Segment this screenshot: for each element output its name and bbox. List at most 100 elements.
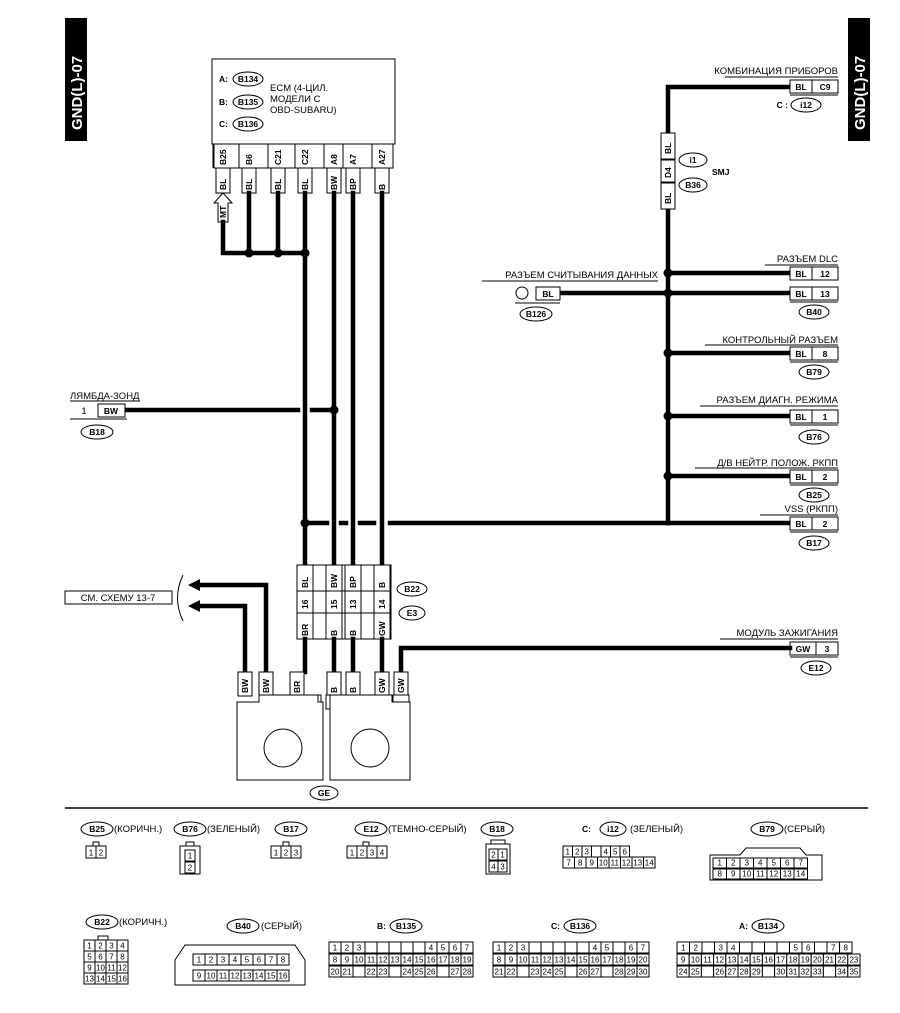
svg-text:B36: B36: [685, 180, 701, 190]
legend-connector-label: (СЕРЫЙ): [261, 920, 302, 932]
legend-pin: 3: [500, 863, 505, 872]
svg-text:BW: BW: [104, 406, 119, 416]
legend-pin: 29: [627, 968, 636, 977]
legend-pin: 27: [727, 968, 736, 977]
svg-text:3: 3: [825, 644, 830, 654]
legend-pin: 21: [825, 956, 834, 965]
legend-pin: 9: [731, 870, 736, 879]
svg-text:13: 13: [820, 289, 830, 299]
svg-text:BL: BL: [795, 82, 806, 92]
legend-connector-id: B136: [570, 921, 591, 931]
legend-pin: 4: [593, 944, 598, 953]
legend-pin: 3: [719, 944, 724, 953]
legend-pin: 10: [96, 964, 105, 973]
see-scheme-note: СМ. СХЕМУ 13-7: [64, 574, 269, 675]
legend-pin: 3: [745, 859, 750, 868]
legend-pin: 16: [764, 956, 773, 965]
neutral-switch: Д/В НЕЙТР. ПОЛОЖ. РКПП BL 2 B25: [695, 457, 839, 503]
legend-pin: 4: [758, 859, 763, 868]
legend-connector-id: B22: [94, 917, 110, 927]
b22-top-color: BL: [300, 577, 310, 588]
ignition-module: МОДУЛЬ ЗАЖИГАНИЯ GW 3 E12: [398, 628, 839, 676]
ground-wire-color: BR: [292, 681, 302, 693]
combo-id: i12: [800, 100, 812, 110]
legend-pin: 14: [740, 956, 749, 965]
legend-pin: 14: [403, 956, 412, 965]
legend-pin: 8: [497, 956, 502, 965]
ecm-pin-label: A7: [348, 154, 358, 165]
svg-text:ЛЯМБДА-ЗОНД: ЛЯМБДА-ЗОНД: [70, 391, 140, 402]
legend-pin: 2: [360, 849, 365, 858]
b22-bottom-color: BR: [300, 624, 310, 636]
legend-pin: 10: [519, 956, 528, 965]
legend-pin: 5: [794, 944, 799, 953]
legend-pin: 6: [257, 956, 262, 965]
legend-pin: 3: [109, 942, 114, 951]
legend-pin: 4: [380, 849, 385, 858]
legend-pin: 3: [521, 944, 526, 953]
legend-pin: 1: [718, 859, 723, 868]
svg-text:C9: C9: [820, 82, 831, 92]
legend-pin: 7: [567, 859, 572, 868]
legend-pin: 12: [715, 956, 724, 965]
legend-pin: 12: [769, 870, 778, 879]
legend-pin: 18: [451, 956, 460, 965]
ecm-block: A: B: C: B134 B135 B136 ECM (4-ЦИЛ. МОДЕ…: [211, 58, 396, 145]
legend-pin: 12: [543, 956, 552, 965]
ecm-pin-label: B25: [218, 149, 228, 165]
legend-pin: 12: [118, 964, 127, 973]
legend-pin: 23: [379, 968, 388, 977]
legend-pin: 27: [451, 968, 460, 977]
legend-pin: 4: [233, 956, 238, 965]
legend-pin: 22: [837, 956, 846, 965]
svg-text:BL: BL: [542, 289, 553, 299]
legend-pin: 1: [89, 849, 94, 858]
legend-pin: 15: [579, 956, 588, 965]
legend-pin: 24: [543, 968, 552, 977]
svg-text:B25: B25: [806, 490, 822, 500]
combo-meter: КОМБИНАЦИЯ ПРИБОРОВ BL C9 C : i12: [714, 66, 839, 113]
legend-pin: 6: [629, 944, 634, 953]
legend-pin: 25: [555, 968, 564, 977]
b22-pin: 15: [329, 599, 339, 609]
legend-pin: 28: [615, 968, 624, 977]
svg-text:SMJ: SMJ: [712, 167, 730, 177]
legend-pin: 3: [294, 849, 299, 858]
svg-text:2: 2: [823, 472, 828, 482]
svg-text:КОМБИНАЦИЯ ПРИБОРОВ: КОМБИНАЦИЯ ПРИБОРОВ: [714, 66, 838, 77]
ecm-pin-label: A27: [377, 149, 387, 165]
svg-text:GND(L)-07: GND(L)-07: [852, 56, 869, 130]
svg-text:VSS (РКПП): VSS (РКПП): [784, 504, 838, 515]
legend-pin: 30: [776, 968, 785, 977]
ecm-wire-color: BL: [300, 179, 310, 190]
svg-text:BL: BL: [795, 412, 806, 422]
svg-text:1: 1: [823, 412, 828, 422]
legend-pin: 1: [188, 852, 193, 861]
svg-text:2: 2: [823, 519, 828, 529]
svg-text:B76: B76: [806, 432, 822, 442]
svg-text:КОНТРОЛЬНЫЙ РАЗЪЕМ: КОНТРОЛЬНЫЙ РАЗЪЕМ: [722, 334, 838, 346]
legend-pin: 17: [439, 956, 448, 965]
legend-pin: 3: [585, 848, 590, 857]
legend-connector-id: B18: [489, 824, 505, 834]
ecm-id-b: B135: [238, 97, 259, 107]
svg-text:B17: B17: [806, 538, 822, 548]
legend-pin: 1: [566, 848, 571, 857]
svg-text:GND(L)-07: GND(L)-07: [69, 56, 86, 130]
legend-pin: 8: [844, 944, 849, 953]
legend-pin: 6: [453, 944, 458, 953]
ecm-id-a: B134: [238, 74, 259, 84]
legend-connector-label: (СЕРЫЙ): [784, 823, 825, 835]
legend-pin: 6: [785, 859, 790, 868]
legend-pin: 24: [679, 968, 688, 977]
legend-pin: 13: [85, 975, 94, 984]
legend-prefix: A:: [739, 921, 748, 931]
legend-pin: 9: [590, 859, 595, 868]
data-read-connector: РАЗЪЕМ СЧИТЫВАНИЯ ДАННЫХ BL B126: [482, 270, 659, 322]
svg-text:C :: C :: [777, 100, 789, 110]
svg-text:BL: BL: [663, 143, 673, 154]
